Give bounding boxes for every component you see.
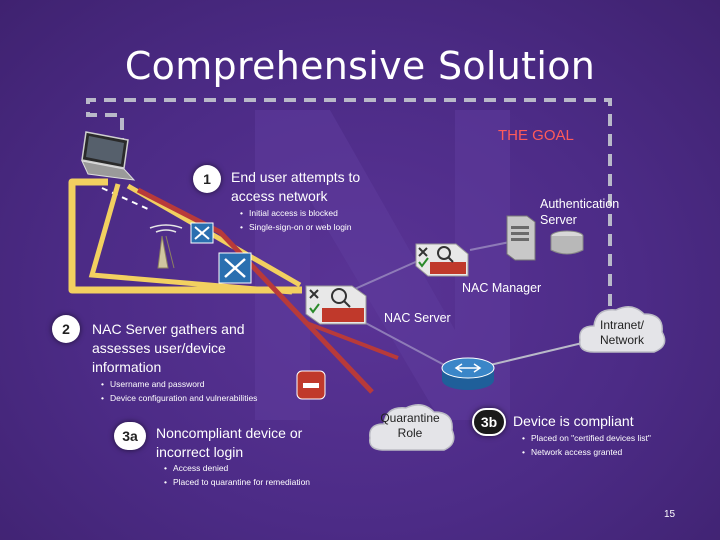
router-icon bbox=[441, 357, 495, 390]
step-1-bullets: Initial access is blocked Single-sign-on… bbox=[240, 206, 420, 234]
step-2-bullet: Username and password bbox=[101, 377, 321, 391]
step-2-bullet: Device configuration and vulnerabilities bbox=[101, 391, 321, 405]
nac-manager-icon bbox=[415, 243, 469, 277]
step-3b-bullet: Network access granted bbox=[522, 445, 712, 459]
yellow-path-2 bbox=[88, 183, 293, 295]
step-1-bullet: Initial access is blocked bbox=[240, 206, 420, 220]
authentication-server-icon bbox=[506, 215, 584, 261]
step-3b-bullets: Placed on "certified devices list" Netwo… bbox=[522, 431, 712, 459]
goal-label: THE GOAL bbox=[498, 127, 574, 144]
step-1-badge: 1 bbox=[193, 165, 221, 193]
page-title: Comprehensive Solution bbox=[124, 44, 596, 88]
switch-large-icon bbox=[218, 252, 252, 284]
step-2-bullets: Username and password Device configurati… bbox=[101, 377, 321, 405]
step-3b-bullet: Placed on "certified devices list" bbox=[522, 431, 712, 445]
quarantine-label: Quarantine Role bbox=[380, 411, 440, 440]
link-router-intranet bbox=[489, 339, 596, 366]
quarantine-cloud-icon bbox=[369, 404, 455, 451]
step-1-bullet: Single-sign-on or web login bbox=[240, 220, 420, 234]
step-3a-heading: Noncompliant device or incorrect login bbox=[156, 425, 303, 460]
step-3a-bullets: Access denied Placed to quarantine for r… bbox=[164, 461, 384, 489]
step-3a-bullet: Access denied bbox=[164, 461, 384, 475]
step-2-heading: NAC Server gathers and assesses user/dev… bbox=[92, 321, 245, 375]
yellow-path-3 bbox=[126, 183, 302, 288]
nac-server-label: NAC Server bbox=[384, 311, 451, 325]
intranet-cloud-icon bbox=[579, 306, 666, 353]
authentication-server-label: Authentication Server bbox=[540, 197, 620, 227]
yellow-path-1 bbox=[68, 178, 302, 294]
step-2-badge: 2 bbox=[52, 315, 80, 343]
step-3a-bullet: Placed to quarantine for remediation bbox=[164, 475, 384, 489]
link-server-router bbox=[359, 319, 451, 369]
step-3a-badge: 3a bbox=[114, 422, 146, 450]
laptop-dashed-link bbox=[101, 187, 151, 211]
nac-server-icon bbox=[305, 285, 367, 325]
intranet-label: Intranet/ Network bbox=[599, 318, 645, 347]
step-1-heading: End user attempts to access network bbox=[231, 169, 361, 204]
switch-small-icon bbox=[190, 222, 214, 244]
red-path-server bbox=[303, 320, 399, 360]
red-path-quarantine bbox=[136, 187, 374, 394]
step-3b-heading: Device is compliant bbox=[513, 413, 634, 429]
page-number: 15 bbox=[664, 509, 676, 520]
goal-dashed-path bbox=[86, 98, 612, 310]
nac-manager-label: NAC Manager bbox=[462, 281, 542, 295]
step-3b-badge: 3b bbox=[472, 408, 506, 436]
laptop-icon bbox=[81, 131, 136, 181]
access-point-icon bbox=[149, 224, 183, 269]
